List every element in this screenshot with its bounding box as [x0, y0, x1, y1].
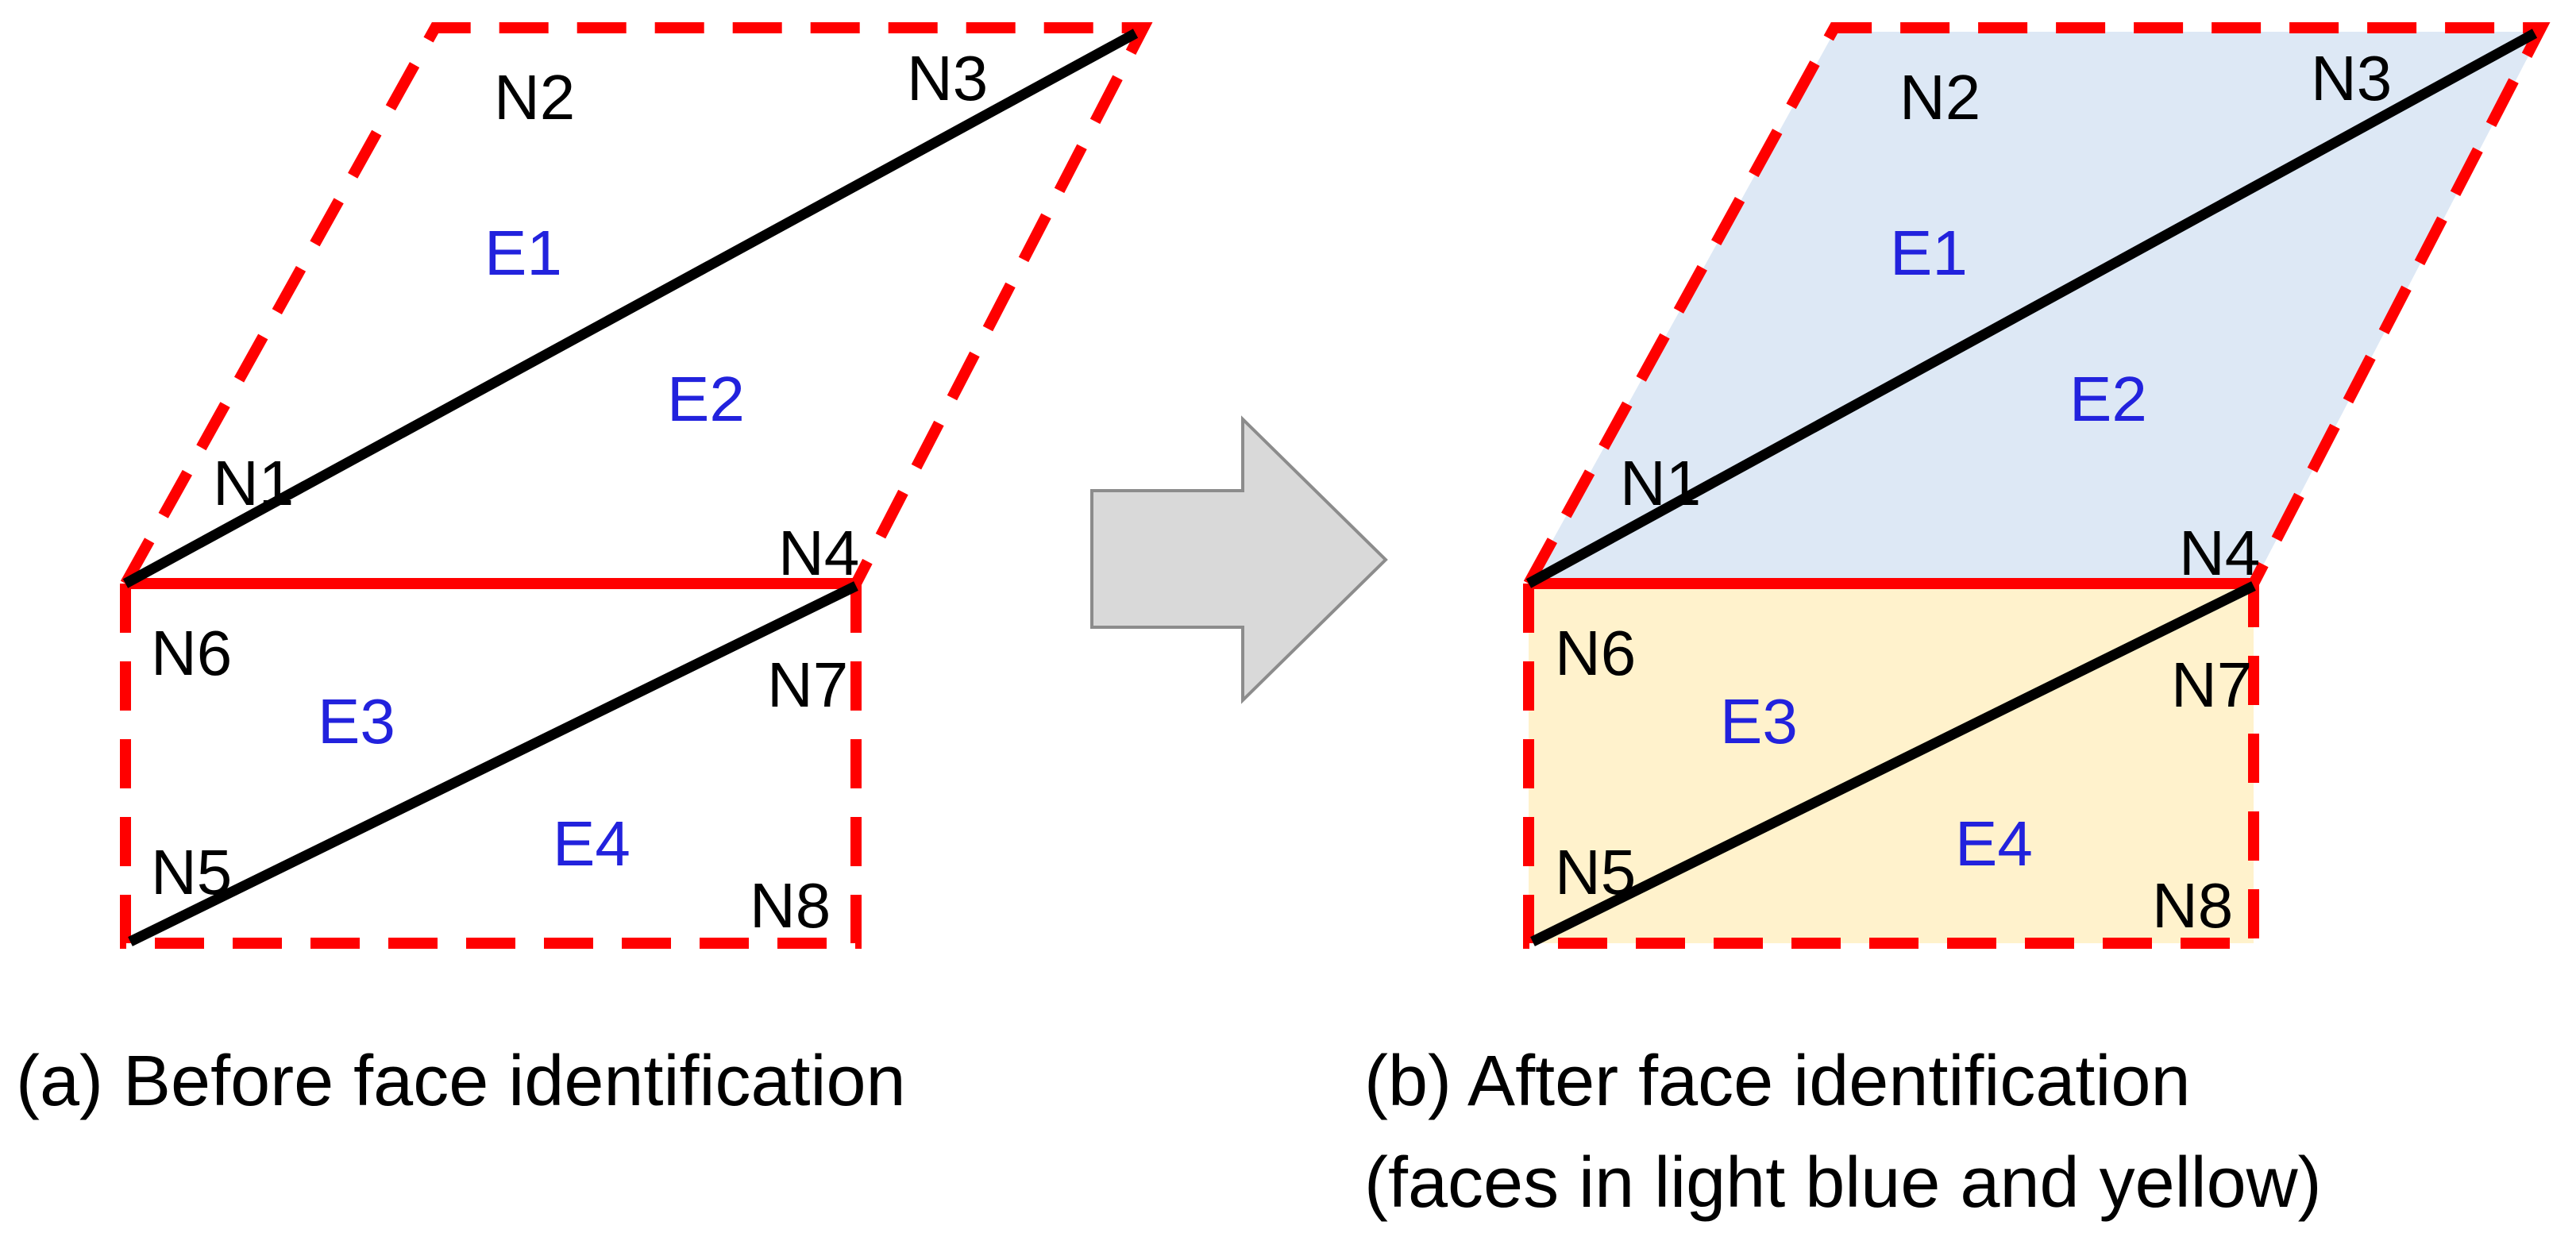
panel-a-node-n8: N8 [750, 870, 831, 941]
panel-a-lower-boundary [120, 584, 862, 949]
panel-b-element-e1: E1 [1890, 218, 1968, 288]
panel-b-element-e2: E2 [2069, 364, 2147, 434]
panel-b-diagonal-n1-n3 [1525, 29, 2538, 588]
panel-a-node-n5: N5 [151, 837, 232, 907]
panel-b-element-e3: E3 [1720, 686, 1798, 757]
panel-a-diagonal-n1-n3 [122, 29, 1139, 588]
panel-a-element-e3: E3 [318, 686, 395, 757]
panel-a-node-n2: N2 [494, 62, 575, 133]
right-arrow-icon [1090, 415, 1388, 704]
panel-a-element-e4: E4 [553, 808, 631, 879]
panel-b-lower-boundary [1523, 584, 2259, 949]
panel-b-caption-line2: (faces in light blue and yellow) [1364, 1143, 2322, 1223]
panel-b: N2 N3 N1 N4 N6 N7 N5 N8 E1 E2 E3 E4 (b) … [1364, 22, 2551, 1223]
panel-b-node-n7: N7 [2171, 649, 2252, 720]
panel-a-caption: (a) Before face identification [16, 1042, 906, 1121]
panel-b-node-n4: N4 [2179, 518, 2260, 588]
panel-a-upper-boundary [120, 22, 1153, 587]
panel-b-upper-boundary [1523, 22, 2551, 587]
panel-a-node-n4: N4 [778, 518, 859, 588]
panel-b-caption-line1: (b) After face identification [1364, 1042, 2191, 1121]
panel-a-node-n3: N3 [907, 43, 988, 114]
panel-b-diagonal-n5-n7 [1530, 581, 2256, 946]
panel-b-element-e4: E4 [1955, 808, 2033, 879]
panel-a-element-e2: E2 [667, 364, 745, 434]
panel-b-node-n2: N2 [1899, 62, 1980, 133]
panel-a-node-n7: N7 [767, 649, 848, 720]
panel-a: N2 N3 N1 N4 N6 N7 N5 N8 E1 E2 E3 E4 (a) … [16, 22, 1153, 1121]
panel-a-node-n6: N6 [151, 618, 232, 688]
panel-b-node-n1: N1 [1620, 448, 1701, 518]
panel-a-diagonal-n5-n7 [128, 581, 858, 946]
panel-a-node-n1: N1 [213, 448, 294, 518]
panel-b-node-n8: N8 [2152, 870, 2233, 941]
panel-b-node-n3: N3 [2311, 43, 2392, 114]
panel-b-node-n6: N6 [1555, 618, 1636, 688]
panel-b-node-n5: N5 [1555, 837, 1636, 907]
panel-a-element-e1: E1 [484, 218, 562, 288]
